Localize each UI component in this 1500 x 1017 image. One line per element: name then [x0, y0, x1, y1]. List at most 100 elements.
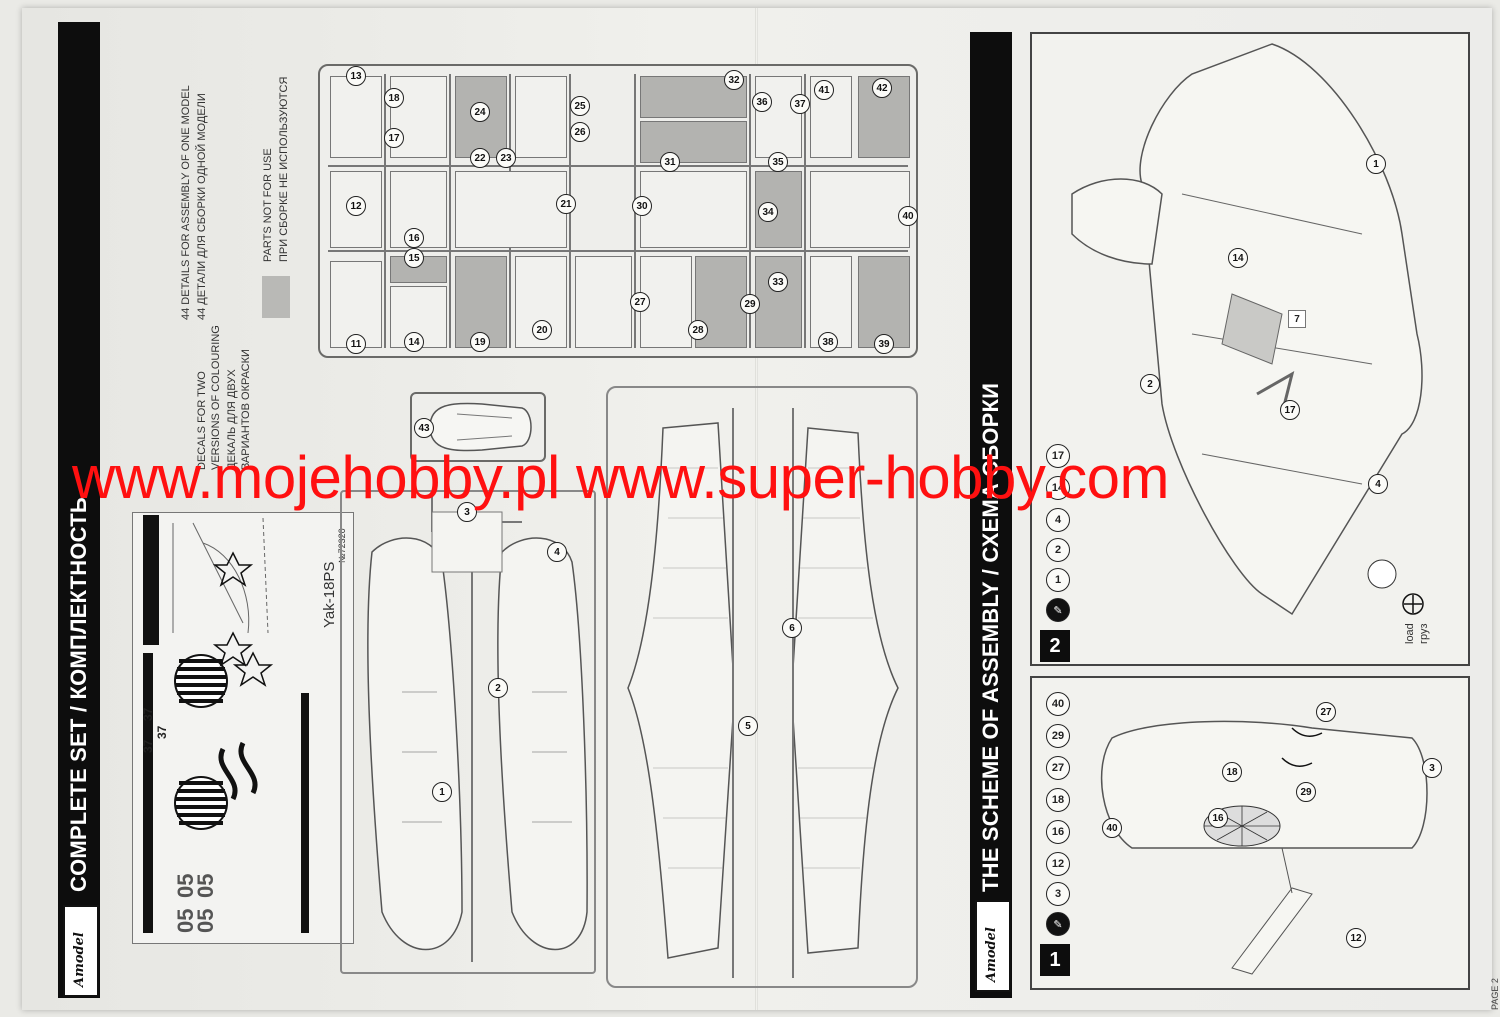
page-fold	[755, 8, 758, 1010]
step1-chip-18: 18	[1046, 788, 1070, 812]
step-2-graphics	[1071, 43, 1424, 616]
not-for-use-swatch	[262, 276, 290, 318]
callout-27: 27	[630, 292, 650, 312]
roundel-1	[174, 654, 228, 708]
step2-chip-1: 1	[1046, 568, 1070, 592]
callout-23: 23	[496, 148, 516, 168]
part-33	[755, 256, 802, 348]
callout-38: 38	[818, 332, 838, 352]
callout-37: 37	[790, 94, 810, 114]
callout-35: 35	[768, 152, 788, 172]
callout-36: 36	[752, 92, 772, 112]
callout-14: 14	[404, 332, 424, 352]
callout-1: 1	[432, 782, 452, 802]
callout-40: 40	[898, 206, 918, 226]
step-1-panel: 27 29 18 16 3 40 12	[1030, 676, 1470, 990]
wing-graphics	[627, 408, 899, 978]
callout-26: 26	[570, 122, 590, 142]
step2-chip-14: 14	[1046, 476, 1070, 500]
step1-callout-12: 12	[1346, 928, 1366, 948]
step2-callout-4: 4	[1368, 474, 1388, 494]
decal-number-2: 37	[141, 707, 155, 721]
callout-5: 5	[738, 716, 758, 736]
callout-24: 24	[470, 102, 490, 122]
callout-6: 6	[782, 618, 802, 638]
legend-not-for-use-en: PARTS NOT FOR USE	[262, 148, 274, 262]
fuselage-sprue: 3 4 2 1	[340, 490, 596, 974]
callout-16: 16	[404, 228, 424, 248]
callout-32: 32	[724, 70, 744, 90]
step-1-graphics	[1100, 720, 1428, 975]
callout-13: 13	[346, 66, 366, 86]
step1-glue-icon: ✎	[1046, 912, 1070, 936]
callout-33: 33	[768, 272, 788, 292]
callout-20: 20	[532, 320, 552, 340]
step-2-panel: 1 2 14 17 4 7 load груз	[1030, 32, 1470, 666]
decal-sheet: 05 05 05 05 37 37 37 Yak-18PS №72320	[132, 512, 354, 944]
step1-callout-3: 3	[1422, 758, 1442, 778]
wing-sprue: 6 5	[606, 386, 918, 988]
callout-11: 11	[346, 334, 366, 354]
legend-not-for-use-ru: ПРИ СБОРКЕ НЕ ИСПОЛЬЗУЮТСЯ	[278, 76, 290, 262]
callout-29: 29	[740, 294, 760, 314]
brand-logo-text: Amodel	[72, 932, 87, 987]
load-label-en: load	[1404, 623, 1416, 644]
step1-chip-12: 12	[1046, 852, 1070, 876]
step-2-number: 2	[1040, 630, 1070, 662]
part-31	[640, 121, 747, 163]
callout-15: 15	[404, 248, 424, 268]
page-number: PAGE 2	[1490, 978, 1500, 1010]
step1-callout-40: 40	[1102, 818, 1122, 838]
step1-callout-18: 18	[1222, 762, 1242, 782]
callout-18: 18	[384, 88, 404, 108]
step1-chip-3: 3	[1046, 882, 1070, 906]
callout-28: 28	[688, 320, 708, 340]
part-13	[330, 76, 382, 158]
callout-21: 21	[556, 194, 576, 214]
complete-set-title: COMPLETE SET / КОМПЛЕКТНОСТЬ	[66, 497, 91, 892]
step1-callout-27: 27	[1316, 702, 1336, 722]
callout-31: 31	[660, 152, 680, 172]
callout-3: 3	[457, 502, 477, 522]
step1-callout-16: 16	[1208, 808, 1228, 828]
step1-callout-29: 29	[1296, 782, 1316, 802]
decal-code-2: 05	[193, 908, 218, 933]
callout-41: 41	[814, 80, 834, 100]
callout-25: 25	[570, 96, 590, 116]
step2-callout-2: 2	[1140, 374, 1160, 394]
decal-number-1: 37	[141, 739, 155, 753]
part-21	[455, 171, 567, 248]
brand-logo-2: Amodel	[975, 900, 1011, 992]
step1-chip-29: 29	[1046, 724, 1070, 748]
legend-details-ru: 44 ДЕТАЛИ ДЛЯ СБОРКИ ОДНОЙ МОДЕЛИ	[196, 93, 208, 320]
step2-callout-14: 14	[1228, 248, 1248, 268]
roundel-2	[174, 776, 228, 830]
part-39	[858, 256, 910, 348]
fuselage-graphics	[367, 492, 588, 962]
assembly-bar: THE SCHEME OF ASSEMBLY / СХЕМА СБОРКИ	[970, 32, 1012, 998]
step2-chip-4: 4	[1046, 508, 1070, 532]
callout-43: 43	[414, 418, 434, 438]
step2-box-7: 7	[1288, 310, 1306, 328]
load-label-ru: груз	[1418, 623, 1430, 644]
part-35-37	[755, 76, 802, 158]
step1-chip-27: 27	[1046, 756, 1070, 780]
decal-code-4: 05	[193, 873, 218, 898]
callout-34: 34	[758, 202, 778, 222]
brand-logo: Amodel	[63, 905, 99, 997]
decal-number-3: 37	[155, 725, 169, 739]
decal-graphics	[143, 515, 309, 933]
step2-chip-17: 17	[1046, 444, 1070, 468]
part-30	[640, 171, 747, 248]
step2-chip-2: 2	[1046, 538, 1070, 562]
step1-chip-40: 40	[1046, 692, 1070, 716]
legend-details-en: 44 DETAILS FOR ASSEMBLY OF ONE MODEL	[180, 85, 192, 320]
callout-2: 2	[488, 678, 508, 698]
callout-19: 19	[470, 332, 490, 352]
step2-glue-icon: ✎	[1046, 598, 1070, 622]
callout-42: 42	[872, 78, 892, 98]
watermark-text: www.mojehobby.pl www.super-hobby.com	[72, 444, 1169, 511]
callout-12: 12	[346, 196, 366, 216]
callout-4: 4	[547, 542, 567, 562]
model-name: Yak-18PS	[321, 561, 338, 628]
